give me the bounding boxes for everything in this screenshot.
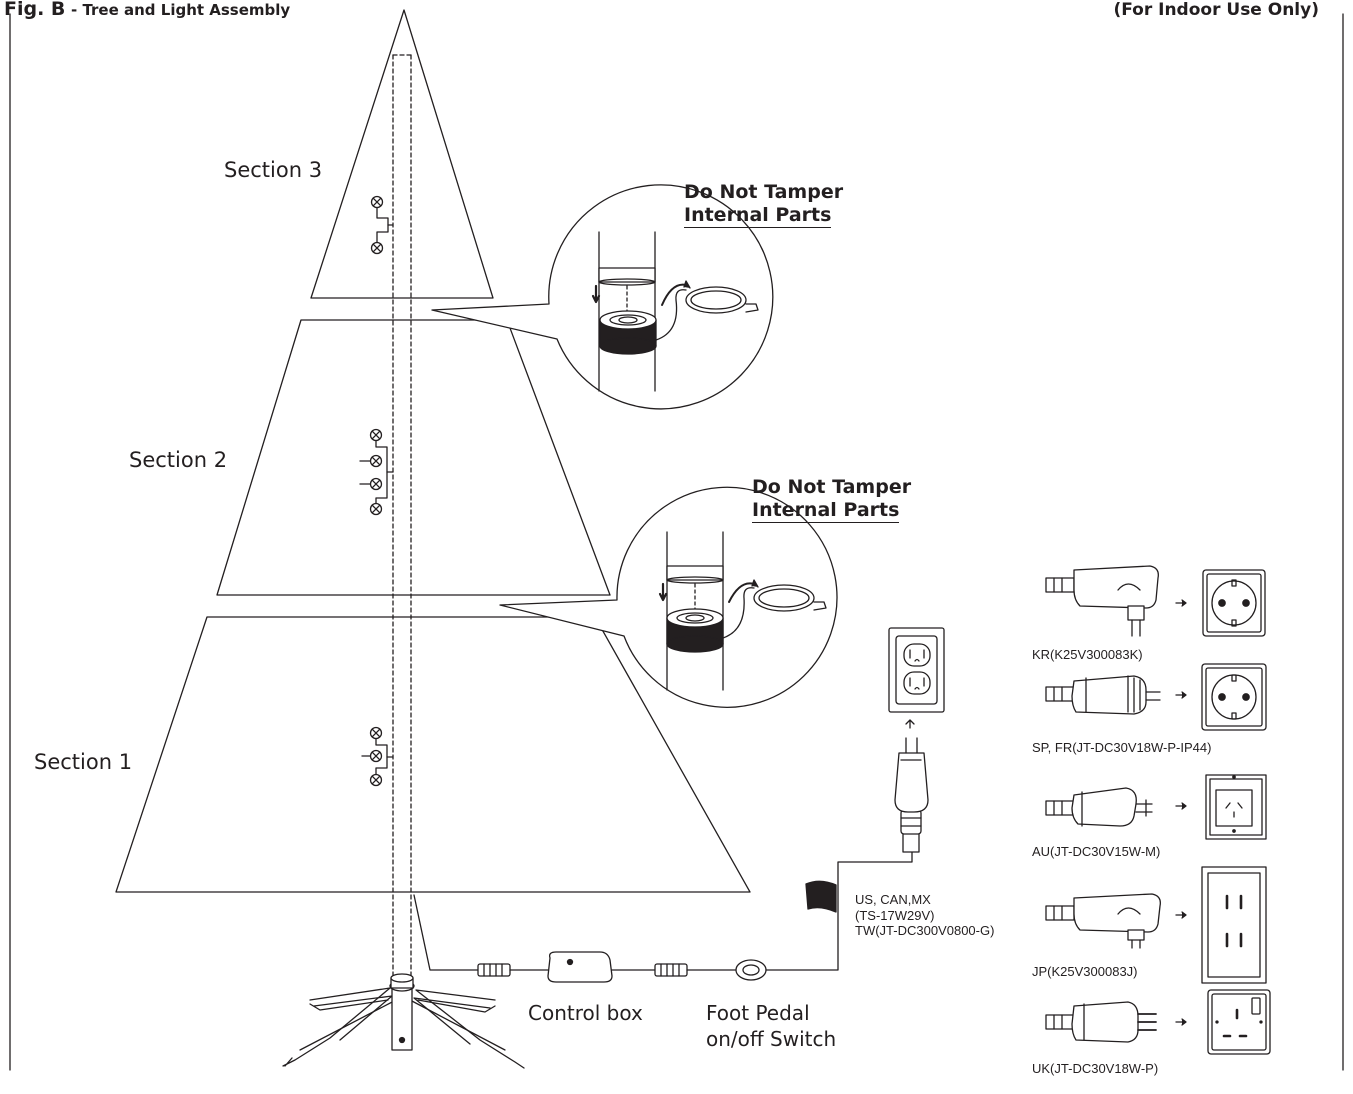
control-box-label: Control box bbox=[528, 1001, 643, 1025]
us-outlet bbox=[888, 627, 945, 713]
callout-bubble-section-2 bbox=[499, 486, 838, 708]
tree-stand bbox=[282, 973, 525, 1069]
us-adapter-line3: TW(JT-DC300V0800-G) bbox=[855, 923, 995, 939]
figure-number: Fig. B bbox=[4, 0, 66, 20]
uk-adapter-label: UK(JT-DC30V18W-P) bbox=[1032, 1061, 1159, 1076]
sp-fr-adapter-label: SP, FR(JT-DC30V18W-P-IP44) bbox=[1032, 740, 1212, 755]
section-3-label: Section 3 bbox=[224, 158, 323, 182]
bulbs-section-3 bbox=[370, 195, 394, 255]
kr-adapter bbox=[1045, 565, 1266, 637]
warning-label-2: Do Not Tamper Internal Parts bbox=[752, 476, 911, 523]
sp-fr-adapter bbox=[1045, 663, 1267, 731]
au-adapter bbox=[1045, 774, 1267, 840]
us-adapter-label: US, CAN,MX (TS-17W29V) TW(JT-DC300V0800-… bbox=[855, 892, 994, 939]
connector-2 bbox=[654, 963, 688, 977]
tree-section-1 bbox=[115, 616, 751, 893]
uk-adapter bbox=[1045, 989, 1271, 1055]
callout-bubble-section-3 bbox=[431, 184, 774, 410]
indoor-use-note: (For Indoor Use Only) bbox=[1113, 0, 1319, 20]
bulbs-section-2 bbox=[359, 428, 394, 516]
tree-section-2 bbox=[216, 319, 611, 596]
foot-pedal-shape bbox=[735, 959, 767, 981]
jp-adapter bbox=[1045, 866, 1267, 984]
warning-1-line1: Do Not Tamper bbox=[684, 181, 844, 203]
warning-label-1: Do Not Tamper Internal Parts bbox=[684, 181, 843, 228]
us-adapter bbox=[894, 719, 929, 853]
foot-pedal-line2: on/off Switch bbox=[706, 1027, 837, 1051]
us-adapter-line2: (TS-17W29V) bbox=[855, 907, 935, 923]
tree-section-3 bbox=[310, 9, 494, 299]
center-pole bbox=[392, 54, 412, 986]
foot-pedal-line1: Foot Pedal bbox=[706, 1001, 810, 1025]
jp-adapter-label: JP(K25V300083J) bbox=[1032, 964, 1138, 979]
power-cable bbox=[413, 851, 913, 983]
warning-2-line2: Internal Parts bbox=[752, 498, 900, 523]
section-2-label: Section 2 bbox=[129, 448, 228, 472]
warning-2-line1: Do Not Tamper bbox=[752, 476, 912, 498]
control-box-shape bbox=[547, 951, 613, 983]
page-frame bbox=[9, 13, 1344, 1071]
cable-clip bbox=[805, 880, 837, 913]
connector-1 bbox=[477, 963, 511, 977]
bulbs-section-1 bbox=[361, 726, 394, 787]
au-adapter-label: AU(JT-DC30V15W-M) bbox=[1032, 844, 1161, 859]
section-1-label: Section 1 bbox=[34, 750, 133, 774]
warning-1-line2: Internal Parts bbox=[684, 203, 832, 228]
us-adapter-line1: US, CAN,MX bbox=[855, 892, 931, 907]
foot-pedal-label: Foot Pedal on/off Switch bbox=[706, 1000, 836, 1052]
figure-subtitle: - Tree and Light Assembly bbox=[71, 1, 291, 19]
figure-title: Fig. B - Tree and Light Assembly bbox=[4, 0, 290, 19]
kr-adapter-label: KR(K25V300083K) bbox=[1032, 647, 1143, 662]
